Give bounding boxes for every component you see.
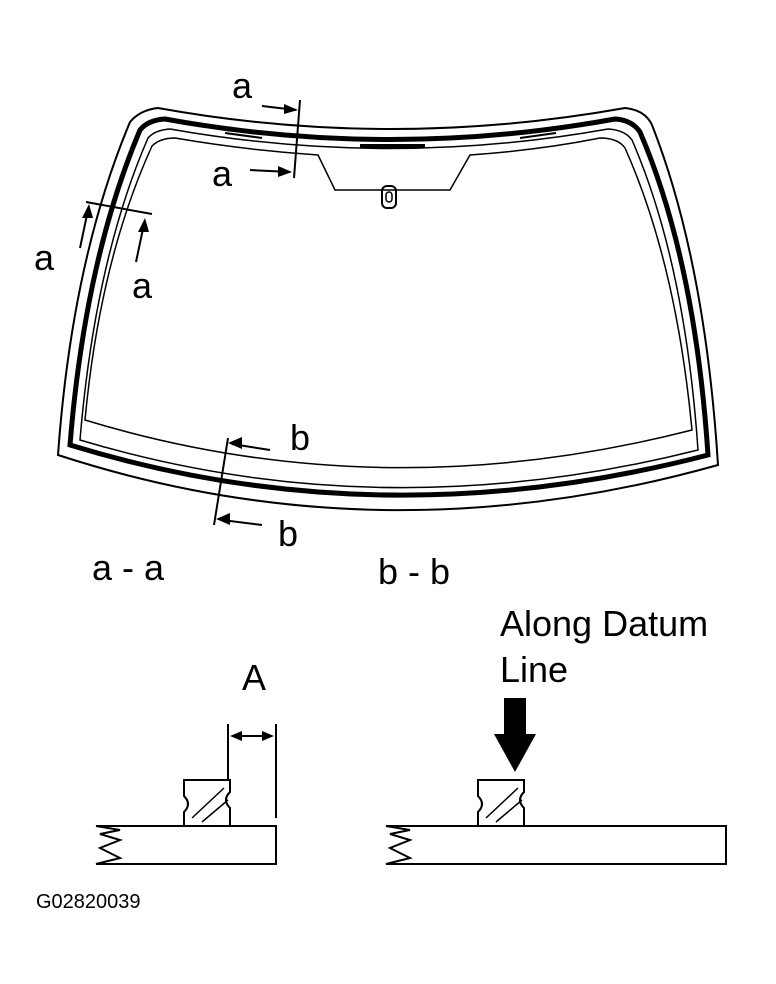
arrow-head-a-left-inner	[138, 218, 149, 232]
datum-label-line1: Along Datum	[500, 603, 708, 644]
windshield-inner-band	[79, 128, 699, 489]
arrow-head-b-top	[228, 437, 242, 449]
clip-left	[224, 132, 263, 139]
section-a-left: a a	[34, 201, 153, 306]
molding-profile-aa	[183, 779, 231, 827]
windshield	[56, 106, 720, 512]
datum-label-line2: Line	[500, 649, 568, 690]
label-a-top-inner: a	[212, 153, 233, 194]
dim-arrow-left	[230, 731, 242, 741]
detail-bb: Along Datum Line	[385, 603, 727, 865]
body-panel-bb	[385, 825, 727, 865]
molding-hatch-bb-1	[485, 787, 519, 819]
section-line-a-left	[85, 201, 153, 215]
windshield-visible-area	[84, 137, 693, 469]
molding-hatch-aa-2	[201, 799, 229, 823]
arrow-head-a-left-outer	[82, 204, 93, 218]
molding-hatch-aa-1	[191, 787, 225, 819]
down-arrow-icon	[494, 698, 536, 772]
dim-arrow-right	[262, 731, 274, 741]
clip-right	[519, 132, 557, 139]
label-b-top: b	[290, 417, 310, 458]
section-line-b	[213, 437, 229, 526]
section-a-top: a a	[212, 65, 301, 194]
label-a-left-inner: a	[132, 265, 153, 306]
arrow-head-b-low	[216, 513, 230, 525]
label-a-top-outer: a	[232, 65, 253, 106]
windshield-outer-edge	[56, 106, 720, 512]
section-title-bb: b - b	[378, 551, 450, 592]
section-title-aa: a - a	[92, 547, 165, 588]
arrow-head-a-top-inner	[278, 166, 292, 177]
mirror-mount	[381, 185, 397, 209]
dimension-label: A	[242, 657, 266, 698]
label-a-left-outer: a	[34, 237, 55, 278]
detail-aa: A	[95, 657, 277, 865]
section-line-a-top	[293, 99, 301, 179]
label-b-low: b	[278, 513, 298, 554]
arrow-head-a-top-outer	[284, 104, 298, 114]
mirror-mount-hole	[385, 191, 393, 203]
molding-profile-bb	[477, 779, 525, 827]
body-panel-aa	[95, 825, 277, 865]
windshield-molding	[67, 116, 711, 498]
figure-code: G02820039	[36, 891, 141, 913]
section-b-bottom: b b	[213, 417, 310, 554]
molding-hatch-bb-2	[495, 799, 523, 823]
